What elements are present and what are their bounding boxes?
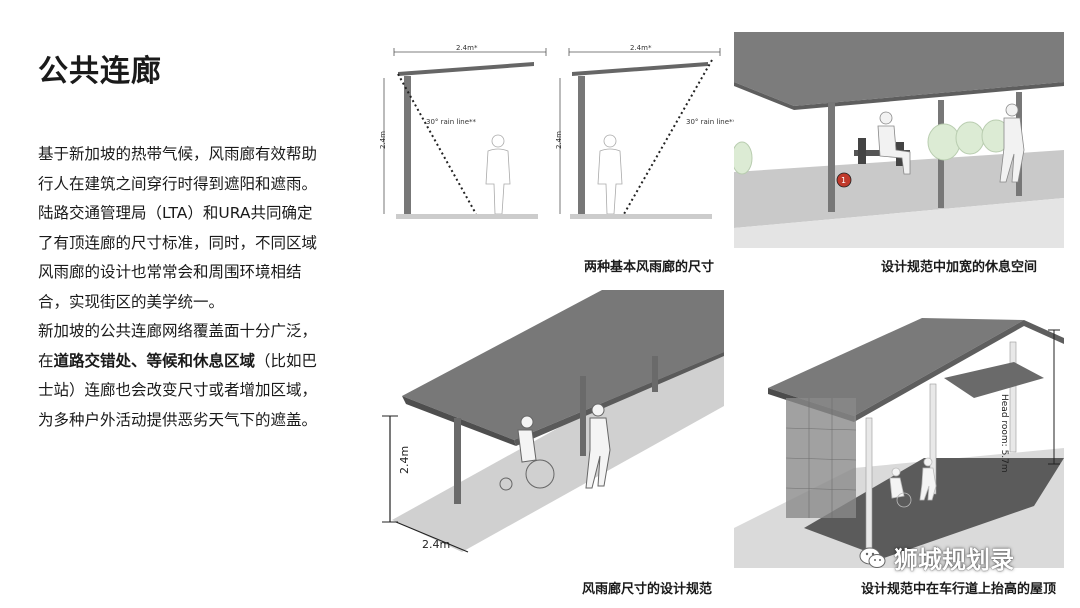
rain-line-label: 30° rain line** [426,118,477,126]
figure-widened-rest-space: 1 [734,32,1064,248]
watermark: 狮城规划录 [858,540,1014,575]
wechat-icon [859,547,886,568]
pedestrian-figure [485,134,511,215]
figure-raised-roof: Head room: 5.7m [734,318,1064,568]
paragraph-1: 基于新加坡的热带气候，风雨廊有效帮助行人在建筑之间穿行时得到遮阳和遮雨。陆路交通… [38,145,318,311]
rest-space-rendering: 1 [734,32,1064,248]
wheelchair-user [889,467,912,508]
rain-line-label: 30° rain line** [686,118,734,126]
walkway-section-left: 2.4m* 2.4m 30° rain line** [379,44,547,219]
page-title: 公共连廊 [38,54,162,89]
wheelchair-user [499,415,555,491]
walkway-section-diagram: 2.4m* 2.4m 30° rain line** 2.4m* 2.4m 3 [379,44,734,219]
paragraph-2: 新加坡的公共连廊网络覆盖面十分广泛，在道路交错处、等候和休息区域（比如巴士站）连… [38,322,318,429]
trees [734,119,1011,175]
body-text: 基于新加坡的热带气候，风雨廊有效帮助行人在建筑之间穿行时得到遮阳和遮雨。陆路交通… [38,140,320,435]
height-label: 2.4m [398,446,411,474]
height-label: 2.4m [555,131,563,149]
raised-roof-diagram: Head room: 5.7m [734,318,1064,568]
figure-caption-2: 设计规范中加宽的休息空间 [881,260,1038,275]
seated-person [877,111,911,175]
headroom-label: Head room: 5.7m [999,394,1009,473]
walking-person [999,103,1025,183]
pedestrian-figure [597,134,623,215]
width-label: 2.4m [422,538,450,551]
marker-badge [836,172,852,188]
walking-person [919,457,937,501]
figure-basic-walkway-dimensions: 2.4m* 2.4m 30° rain line** 2.4m* 2.4m 3 [374,38,734,228]
figure-caption-4: 设计规范中在车行道上抬高的屋顶 [861,582,1057,597]
height-label: 2.4m [379,131,387,149]
walking-person [585,403,611,489]
figure-caption-3: 风雨廊尺寸的设计规范 [582,582,713,597]
walkway-perspective-diagram: 2.4m 2.4m [382,290,724,553]
emphasis-text: 道路交错处、等候和休息区域 [53,351,256,370]
width-label: 2.4m* [630,44,652,52]
figure-caption-1: 两种基本风雨廊的尺寸 [584,260,715,275]
width-label: 2.4m* [456,44,478,52]
marker-number: 1 [841,176,846,185]
walkway-section-right: 2.4m* 2.4m 30° rain line** [555,44,734,219]
watermark-text: 狮城规划录 [894,546,1014,574]
figure-walkway-dimension-standard: 2.4m 2.4m [372,290,724,560]
